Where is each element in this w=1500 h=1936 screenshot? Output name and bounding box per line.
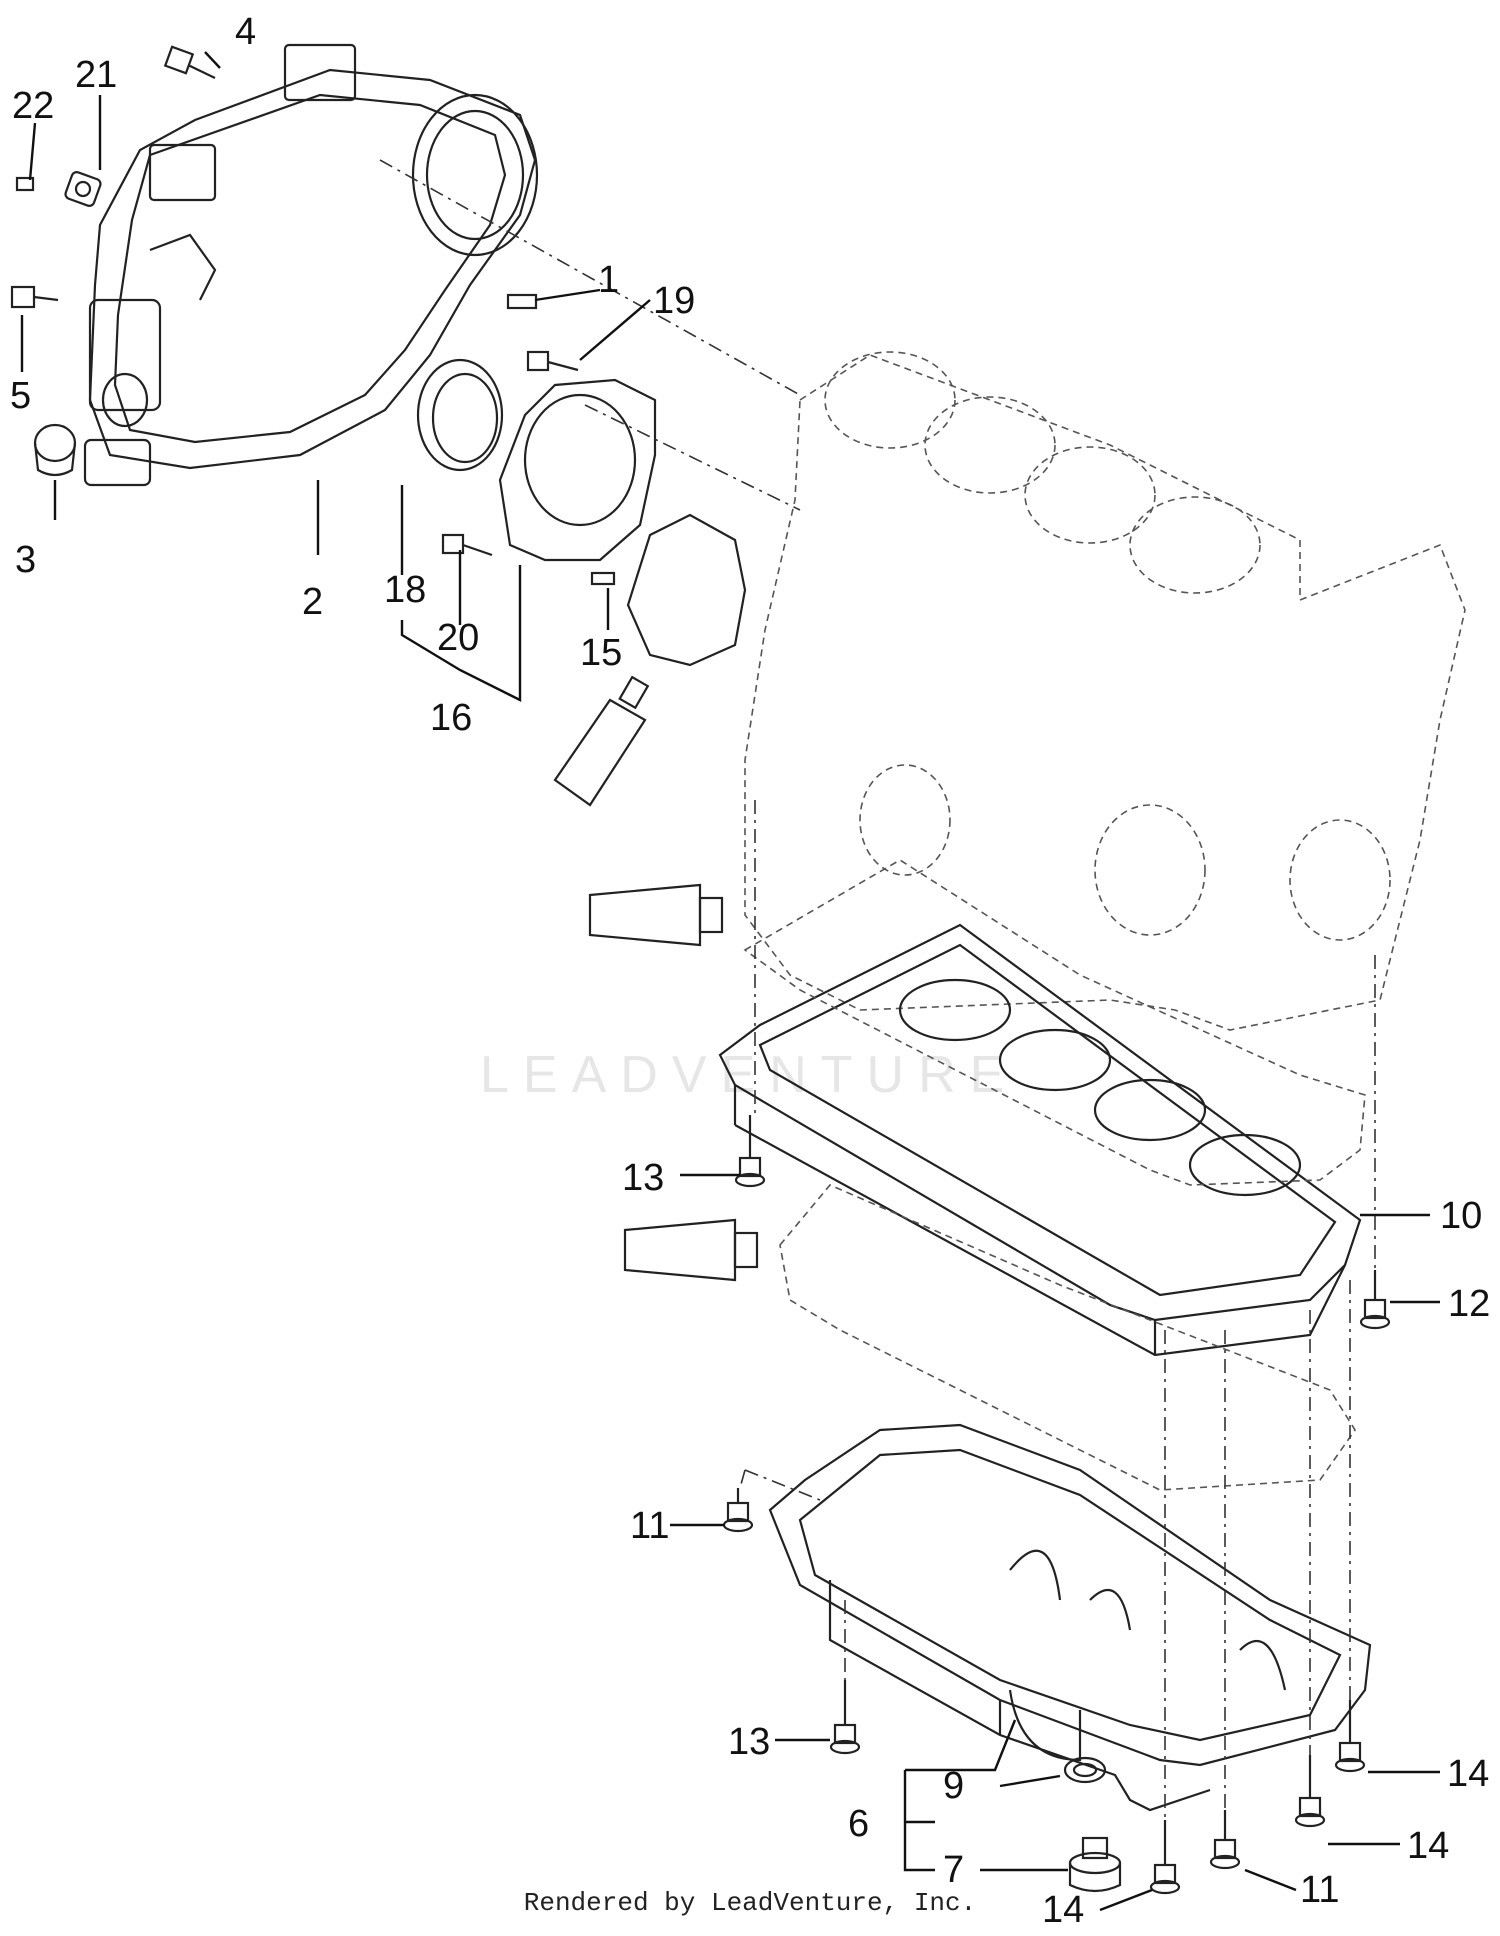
bolt-part-14-middle [1294,1755,1326,1828]
callout-12: 12 [1448,1283,1490,1325]
flywheel-housing [83,43,539,487]
footer-credit: Rendered by LeadVenture, Inc. [523,1888,977,1918]
callout-labels: 4 21 22 5 3 2 1 19 18 20 15 16 13 10 12 … [10,11,1490,1931]
bolt-part-4 [163,45,216,79]
gasket [626,513,747,667]
washer-part-9 [1063,1756,1107,1784]
callout-7: 7 [943,1849,964,1891]
callout-leaders [20,51,1440,1912]
bolt-part-11-left [722,1488,754,1533]
callout-14-right: 14 [1447,1753,1489,1795]
callout-2: 2 [302,581,323,623]
liquid-gasket-lower [779,1184,1356,1491]
leadventure-watermark: LEADVENTURE [480,1046,1019,1104]
callout-5: 5 [10,375,31,417]
dowel-pin-part-15 [590,571,616,586]
bolt-part-5 [10,285,59,309]
sensor-part-21 [64,171,102,207]
callout-20: 20 [437,617,479,659]
callout-9: 9 [943,1765,964,1807]
drain-plug-part-7 [1068,1836,1122,1893]
callout-11-bottom: 11 [1300,1869,1339,1911]
bolt-part-12 [1359,1270,1391,1330]
bolt-part-13-upper [734,1115,766,1188]
callout-13-lower: 13 [728,1721,770,1763]
callout-18: 18 [384,569,426,611]
callout-13-upper: 13 [622,1157,664,1199]
bolt-part-14-right [1334,1700,1366,1773]
callout-16: 16 [430,697,472,739]
callout-4: 4 [235,11,256,53]
callout-14-middle: 14 [1407,1825,1449,1867]
callout-11-left: 11 [630,1505,669,1547]
callout-22: 22 [12,85,54,127]
bolt-part-19 [526,350,579,372]
plug-part-3 [33,423,77,477]
callout-6: 6 [848,1803,869,1845]
seal-housing [498,378,657,562]
sealant-tube-3 [623,1218,759,1282]
oil-seal-part-18 [416,358,504,472]
sealant-tube-1 [553,675,650,807]
callout-19: 19 [653,280,695,322]
oil-pan-adapter-part-10 [718,923,1362,1357]
callout-1: 1 [598,259,619,301]
sealant-tube-2 [588,883,724,947]
dowel-pin-part-1 [506,293,538,310]
engine-block-outline [744,351,1466,1031]
assembly-centerlines [379,159,1376,1820]
bolt-part-11-bottom [1209,1810,1241,1870]
callout-14-bottom: 14 [1042,1889,1084,1931]
bolt-part-20 [441,533,493,557]
oil-pan [768,1423,1372,1812]
bolt-part-14-bottom [1149,1820,1181,1895]
liquid-gasket-upper [743,859,1366,1186]
bolt-part-13-lower [829,1680,861,1755]
screw-part-22 [15,176,35,192]
callout-10: 10 [1440,1195,1482,1237]
callout-15: 15 [580,632,622,674]
callout-3: 3 [15,539,36,581]
callout-21: 21 [75,54,117,96]
